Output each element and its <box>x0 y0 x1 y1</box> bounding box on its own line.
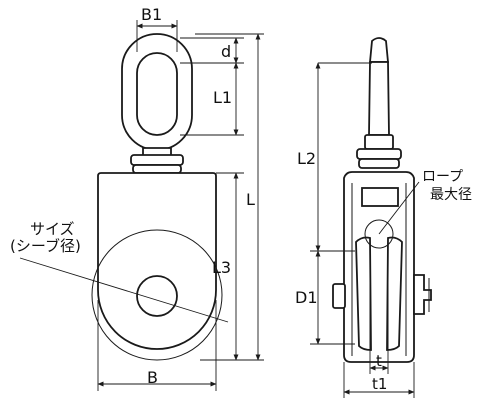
rope-leader-line <box>378 181 420 235</box>
label-size-line1: サイズ <box>30 220 75 238</box>
front-view <box>19 33 229 361</box>
left-boss <box>332 283 346 309</box>
eye-inner <box>136 52 178 136</box>
collar-top <box>130 154 184 166</box>
sheave-right-flange <box>386 236 403 351</box>
label-l: L <box>246 190 255 209</box>
shank-tip <box>369 37 389 63</box>
label-rope-line2: 最大径 <box>430 187 472 203</box>
sheave-left-flange <box>355 236 372 351</box>
label-rope-line1: ロープ <box>422 169 463 185</box>
label-l2: L2 <box>297 149 316 168</box>
label-l3: L3 <box>212 258 231 277</box>
front-dimensions <box>97 20 264 391</box>
side-dimensions <box>310 62 415 398</box>
side-view <box>332 37 432 363</box>
labels: B1 d L1 L L3 B L2 D1 t t1 サイズ (シーブ径) ロープ… <box>10 5 472 393</box>
label-d: d <box>221 42 231 61</box>
label-l1: L1 <box>213 88 232 107</box>
collar-bottom <box>132 164 182 174</box>
top-slot <box>361 187 399 207</box>
side-collar-bottom <box>358 158 400 169</box>
label-t: t <box>376 352 382 370</box>
rope-circle <box>364 219 394 249</box>
label-size-line2: (シーブ径) <box>10 237 81 255</box>
shank <box>368 61 390 136</box>
right-boss <box>413 274 432 315</box>
size-leader-line <box>19 257 229 323</box>
side-neck <box>364 134 394 150</box>
label-b: B <box>147 368 158 387</box>
sheave-outline <box>91 229 223 361</box>
side-collar-top <box>356 148 402 160</box>
axle-hole <box>136 275 178 317</box>
body-plate <box>97 172 217 350</box>
label-d1: D1 <box>295 288 318 307</box>
label-b1: B1 <box>141 5 162 24</box>
label-t1: t1 <box>372 375 387 393</box>
